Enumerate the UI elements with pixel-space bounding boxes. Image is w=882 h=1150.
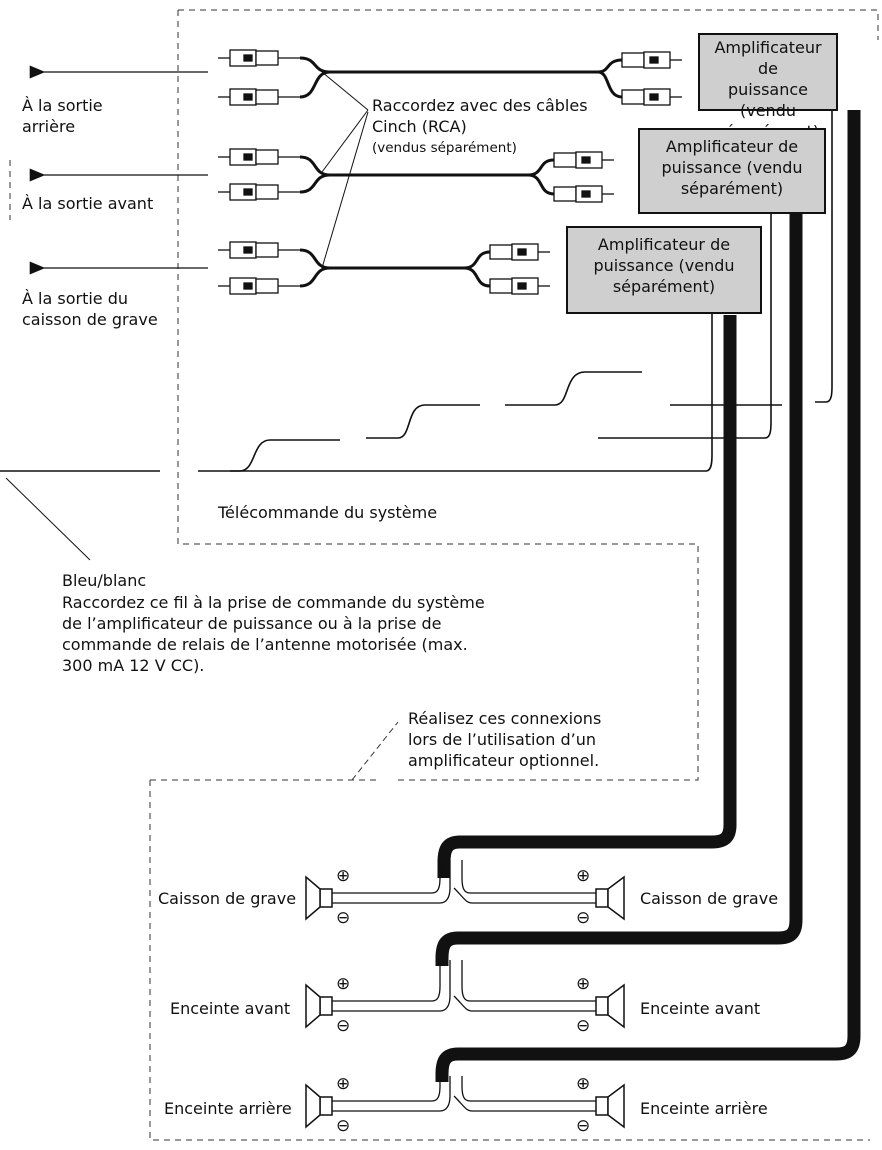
rca-plug-right-6 xyxy=(489,277,550,295)
speaker-label-rear-left: Enceinte arrière xyxy=(164,1099,292,1118)
speakers xyxy=(305,875,625,1129)
amplifier-box-rear: Amplificateur de puissance (vendu séparé… xyxy=(698,33,838,141)
rca-cable-sub xyxy=(299,248,491,288)
rca-cable-rear xyxy=(299,56,623,99)
upper-dashed-frame xyxy=(177,9,879,781)
amplifier-box-front: Amplificateur de puissance (vendu séparé… xyxy=(638,128,826,214)
speaker-rear-right xyxy=(595,1083,625,1129)
speaker-label-rear-right: Enceinte arrière xyxy=(640,1099,768,1118)
rca-plug-left-4 xyxy=(218,183,300,201)
rca-cables xyxy=(299,56,623,288)
rca-plug-left-1 xyxy=(218,49,300,67)
amplifier-box-sub: Amplificateur de puissance (vendu séparé… xyxy=(566,226,762,314)
speaker-wires xyxy=(332,860,596,1112)
plus-symbol: ⊕ xyxy=(576,866,591,886)
speaker-cables xyxy=(435,110,861,1082)
speaker-label-front-left: Enceinte avant xyxy=(170,999,291,1018)
front-output-label: À la sortie avant xyxy=(22,194,154,213)
rca-plug-left-2 xyxy=(218,88,300,106)
plus-symbol: ⊕ xyxy=(576,974,591,994)
blue-white-title: Bleu/blanc xyxy=(62,571,147,590)
remote-control-label: Télécommande du système xyxy=(218,503,438,522)
speaker-front-right xyxy=(595,983,625,1029)
rca-plug-right-4 xyxy=(553,185,614,203)
optional-connections-note: Réalisez ces connexions lors de l’utilis… xyxy=(408,709,602,770)
rca-plugs xyxy=(218,49,682,295)
plus-symbol: ⊕ xyxy=(336,974,351,994)
speaker-sub-right xyxy=(595,875,625,921)
blue-white-leader xyxy=(5,477,91,561)
rca-plug-left-5 xyxy=(218,241,300,259)
rca-plug-right-3 xyxy=(553,151,614,169)
speaker-label-sub-right: Caisson de grave xyxy=(640,889,779,908)
speaker-label-sub-left: Caisson de grave xyxy=(158,889,297,908)
rca-note-line3: (vendus séparément) xyxy=(372,140,517,156)
optional-note-leader xyxy=(351,721,399,781)
lower-dashed-frame xyxy=(149,779,870,1141)
plus-symbol: ⊕ xyxy=(576,1074,591,1094)
rca-note-line1: Raccordez avec des câbles xyxy=(372,96,588,115)
minus-symbol: ⊖ xyxy=(336,1016,351,1036)
speaker-sub-left xyxy=(305,875,333,921)
rca-cable-front xyxy=(299,155,555,196)
rca-plug-right-1 xyxy=(621,51,682,69)
sub-output-label: À la sortie du caisson de grave xyxy=(22,289,158,329)
minus-symbol: ⊖ xyxy=(576,908,591,928)
minus-symbol: ⊖ xyxy=(336,908,351,928)
rca-plug-right-2 xyxy=(621,88,682,106)
blue-white-note: Raccordez ce fil à la prise de commande … xyxy=(62,593,485,675)
speaker-front-left xyxy=(305,983,333,1029)
remote-wire xyxy=(0,110,833,472)
rca-plug-left-3 xyxy=(218,148,300,166)
rca-note-leaders xyxy=(321,71,369,269)
minus-symbol: ⊖ xyxy=(576,1016,591,1036)
minus-symbol: ⊖ xyxy=(576,1116,591,1136)
speaker-label-front-right: Enceinte avant xyxy=(640,999,761,1018)
rca-note-line2: Cinch (RCA) xyxy=(372,117,467,136)
rca-plug-left-6 xyxy=(218,277,300,295)
plus-symbol: ⊕ xyxy=(336,866,351,886)
rca-plug-right-5 xyxy=(489,243,550,261)
plus-symbol: ⊕ xyxy=(336,1074,351,1094)
output-arrows xyxy=(29,65,208,275)
rear-output-label: À la sortie arrière xyxy=(22,96,103,136)
minus-symbol: ⊖ xyxy=(336,1116,351,1136)
speaker-rear-left xyxy=(305,1083,333,1129)
